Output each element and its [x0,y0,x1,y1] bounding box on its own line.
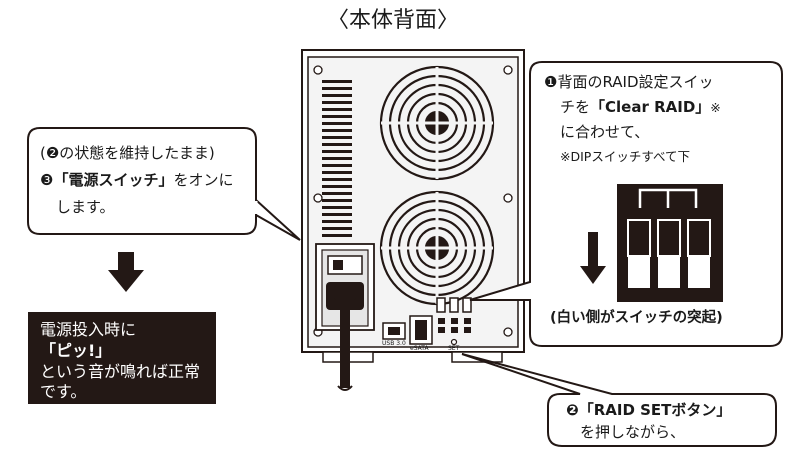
esata-port [409,315,433,345]
device-port-grid [438,318,471,333]
power-module [315,243,375,331]
callout-tr-line2-prefix: チを [560,98,591,116]
callout-tr-line4: ※DIPスイッチすべて下 [560,149,690,164]
power-cable [334,286,356,391]
callout-tr-line3: に合わせて、 [560,123,650,141]
power-switch-label: 「電源スイッチ」 [53,171,174,189]
callout-bottom-right-bubble [461,353,777,447]
note-mark: ※ [710,100,721,115]
callout-tr-line1: ❶背面のRAID設定スイッ [544,73,714,91]
clear-raid-label: 「Clear RAID」 [590,98,711,116]
callout-left-bubble [27,127,301,241]
step3-marker: ❸ [40,171,54,189]
note-line3: です。 [40,382,87,402]
note-line1-prefix: 電源投入時に [40,320,137,339]
note-line2: という音が鳴れば正常 [40,361,201,381]
usb-port [382,322,406,340]
vent-slits [322,80,352,237]
power-on-note: 電源投入時に「ピッ!」 という音が鳴れば正常 です。 [28,312,216,404]
arrow-down-icon [108,252,144,292]
callout-left-line2-rest: をオンに [173,171,234,189]
set-label: SET [448,345,460,352]
callout-br-line1: ❷「RAID SETボタン」 [566,401,732,419]
callout-left-line2: ❸「電源スイッチ」をオンに [40,171,234,189]
raid-set-button[interactable] [450,338,458,346]
beep-label: 「ピッ!」 [40,340,112,360]
callout-left-line1: (❷の状態を維持したまま) [40,144,215,162]
dip-caption: (白い側がスイッチの突起) [550,310,723,326]
fan-bottom [379,190,495,306]
callout-br-line2: を押しながら、 [580,423,686,441]
device-dip-switches [436,297,472,313]
callout-left-line3: します。 [56,198,115,216]
dip-switch-illustration [617,184,723,302]
fan-top [379,65,495,181]
callout-tr-line2: チを「Clear RAID」※ [560,98,721,116]
note-line1: 電源投入時に「ピッ!」 [40,320,204,362]
esata-label: eSATA [410,345,429,352]
arrow-down-small-icon [580,232,606,284]
usb-label: USB 3.0 [382,340,406,347]
page-title: 〈本体背面〉 [326,8,459,33]
